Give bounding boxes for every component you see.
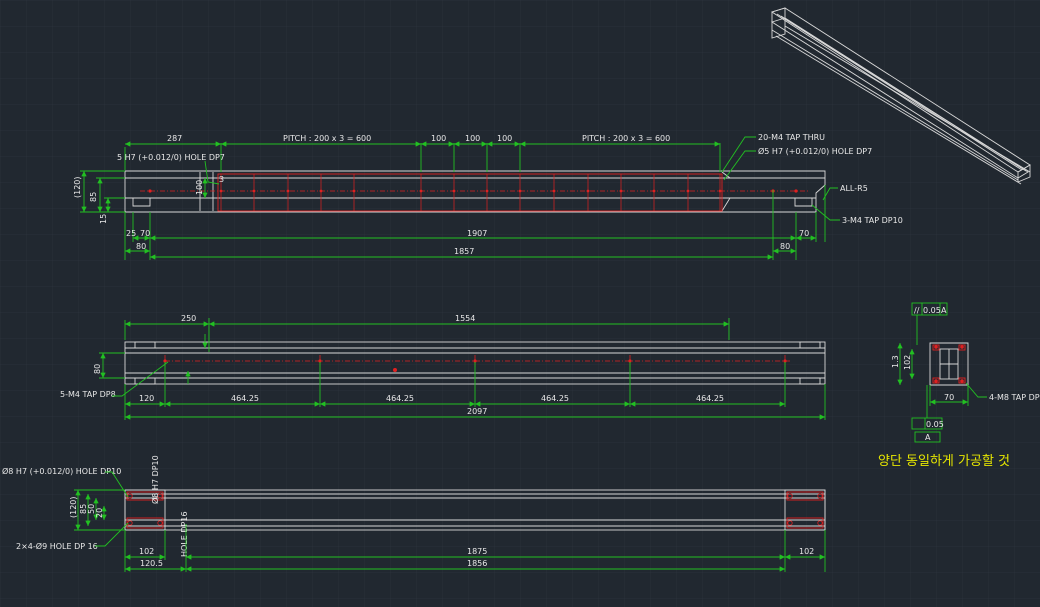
section-height-total: 1.3 bbox=[891, 355, 900, 368]
mid-tap-note: 5-M4 TAP DP8 bbox=[60, 390, 116, 399]
bottom-vert-note-dp16: HOLE DP16 bbox=[180, 511, 189, 557]
top-hole-mark bbox=[219, 189, 223, 193]
bottom-hole-mark bbox=[787, 493, 793, 499]
mid-dim-2097: 2097 bbox=[467, 407, 487, 416]
bottom-height-120: (120) bbox=[69, 496, 78, 518]
bottom-hole-mark bbox=[817, 520, 823, 526]
bottom-hole-mark bbox=[787, 520, 793, 526]
top-dim-pitch-left: PITCH : 200 x 3 = 600 bbox=[283, 134, 371, 143]
bottom-hole-mark bbox=[157, 493, 163, 499]
mid-hole-mark bbox=[783, 359, 787, 363]
top-height-85: 85 bbox=[89, 192, 98, 202]
top-note-hole-h7: Ø5 H7 (+0.012/0) HOLE DP7 bbox=[758, 146, 872, 156]
bottom-height-85: 85 bbox=[79, 504, 88, 514]
top-dim-287: 287 bbox=[167, 134, 182, 143]
bottom-dim-1875: 1875 bbox=[467, 547, 487, 556]
mid-dim-pitch-4: 464.25 bbox=[696, 394, 724, 403]
top-note-all-r5: ALL-R5 bbox=[840, 184, 868, 193]
top-hole-mark bbox=[652, 189, 656, 193]
top-dim-80-left: 80 bbox=[136, 242, 146, 251]
mid-hole-mark bbox=[473, 359, 477, 363]
mid-dim-120: 120 bbox=[139, 394, 154, 403]
mid-dim-1554: 1554 bbox=[455, 314, 475, 323]
top-dim-100-a: 100 bbox=[431, 134, 446, 143]
top-dim-70-left: 70 bbox=[140, 229, 150, 238]
datum-label: A bbox=[925, 433, 931, 442]
mid-dim-pitch-1: 464.25 bbox=[231, 394, 259, 403]
top-dim-25: 25 bbox=[126, 229, 136, 238]
section-width-70: 70 bbox=[944, 393, 954, 402]
bottom-hole-note: Ø8 H7 (+0.012/0) HOLE DP10 bbox=[2, 466, 121, 476]
top-dim-100-b: 100 bbox=[465, 134, 480, 143]
flatness-symbol: // bbox=[914, 306, 920, 315]
datum-box-value: 0.05 bbox=[926, 420, 944, 429]
top-dim-pitch-right: PITCH : 200 x 3 = 600 bbox=[582, 134, 670, 143]
top-hole-mark bbox=[718, 189, 722, 193]
top-hole-mark bbox=[452, 189, 456, 193]
flatness-value: 0.05 bbox=[923, 306, 941, 315]
bottom-dim-102-right: 102 bbox=[799, 547, 814, 556]
top-view-tap-region bbox=[217, 173, 723, 212]
bottom-dim-1856: 1856 bbox=[467, 559, 487, 568]
top-hole-mark bbox=[686, 189, 690, 193]
mid-dim-250: 250 bbox=[181, 314, 196, 323]
top-hole-mark bbox=[518, 189, 522, 193]
mid-hole-mark bbox=[628, 359, 632, 363]
top-left-hole-note: 5 H7 (+0.012/0) HOLE DP7 bbox=[117, 153, 225, 162]
top-hole-mark bbox=[252, 189, 256, 193]
mid-hole-mark bbox=[318, 359, 322, 363]
top-inner-3: 3 bbox=[219, 175, 224, 184]
flatness-datum: A bbox=[941, 306, 947, 315]
top-hole-mark bbox=[619, 189, 623, 193]
section-tap-note: 4-M8 TAP DP15 bbox=[989, 393, 1040, 402]
section-height-inner: 102 bbox=[903, 355, 912, 370]
top-hole-mark bbox=[352, 189, 356, 193]
bottom-hole-dp16-note: 2×4-Ø9 HOLE DP 16 bbox=[16, 541, 98, 551]
top-dim-80-right: 80 bbox=[780, 242, 790, 251]
isometric-view[interactable] bbox=[770, 7, 1031, 185]
top-height-15: 15 bbox=[99, 214, 108, 224]
top-end-hole-mark bbox=[794, 189, 798, 193]
bottom-hole-mark bbox=[817, 493, 823, 499]
top-hole-mark bbox=[485, 189, 489, 193]
top-height-120: (120) bbox=[73, 176, 82, 198]
top-hole-mark bbox=[419, 189, 423, 193]
top-dim-100-c: 100 bbox=[497, 134, 512, 143]
bottom-height-20: 20 bbox=[95, 508, 104, 518]
bottom-dim-102-left: 102 bbox=[139, 547, 154, 556]
mid-dim-pitch-2: 464.25 bbox=[386, 394, 414, 403]
top-hole-mark bbox=[286, 189, 290, 193]
top-hole-mark bbox=[552, 189, 556, 193]
section-view[interactable]: // 0.05 A 1.3 102 70 4-M8 TAP DP15 0.05 … bbox=[891, 302, 1040, 443]
korean-machining-note: 양단 동일하게 가공할 것 bbox=[878, 454, 1010, 469]
bottom-height-50: 50 bbox=[87, 504, 96, 514]
middle-view[interactable]: 250 1554 80 5-M4 TAP DP8 120 464.25 464.… bbox=[60, 314, 826, 420]
mid-dim-pitch-3: 464.25 bbox=[541, 394, 569, 403]
bottom-vert-note-dp10: Ø8 H7 DP10 bbox=[150, 455, 160, 504]
top-hole-mark bbox=[586, 189, 590, 193]
bottom-dim-120-5: 120.5 bbox=[140, 559, 163, 568]
top-note-m4-dp10: 3-M4 TAP DP10 bbox=[842, 216, 903, 225]
top-hole-mark bbox=[319, 189, 323, 193]
top-view[interactable]: 287 PITCH : 200 x 3 = 600 100 100 100 PI… bbox=[73, 133, 903, 260]
flatness-frame bbox=[911, 302, 948, 316]
top-dim-1907: 1907 bbox=[467, 229, 487, 238]
mid-hole-mark bbox=[163, 359, 167, 363]
top-end-hole-mark bbox=[148, 189, 152, 193]
bottom-hole-mark bbox=[157, 520, 163, 526]
bottom-view[interactable]: Ø8 H7 (+0.012/0) HOLE DP10 2×4-Ø9 HOLE D… bbox=[2, 455, 826, 572]
top-dim-1857: 1857 bbox=[454, 247, 474, 256]
top-dim-70-right: 70 bbox=[799, 229, 809, 238]
top-note-m4-thru: 20-M4 TAP THRU bbox=[758, 133, 825, 142]
top-inner-100: 100 bbox=[195, 180, 204, 195]
mid-height-80: 80 bbox=[93, 364, 102, 374]
